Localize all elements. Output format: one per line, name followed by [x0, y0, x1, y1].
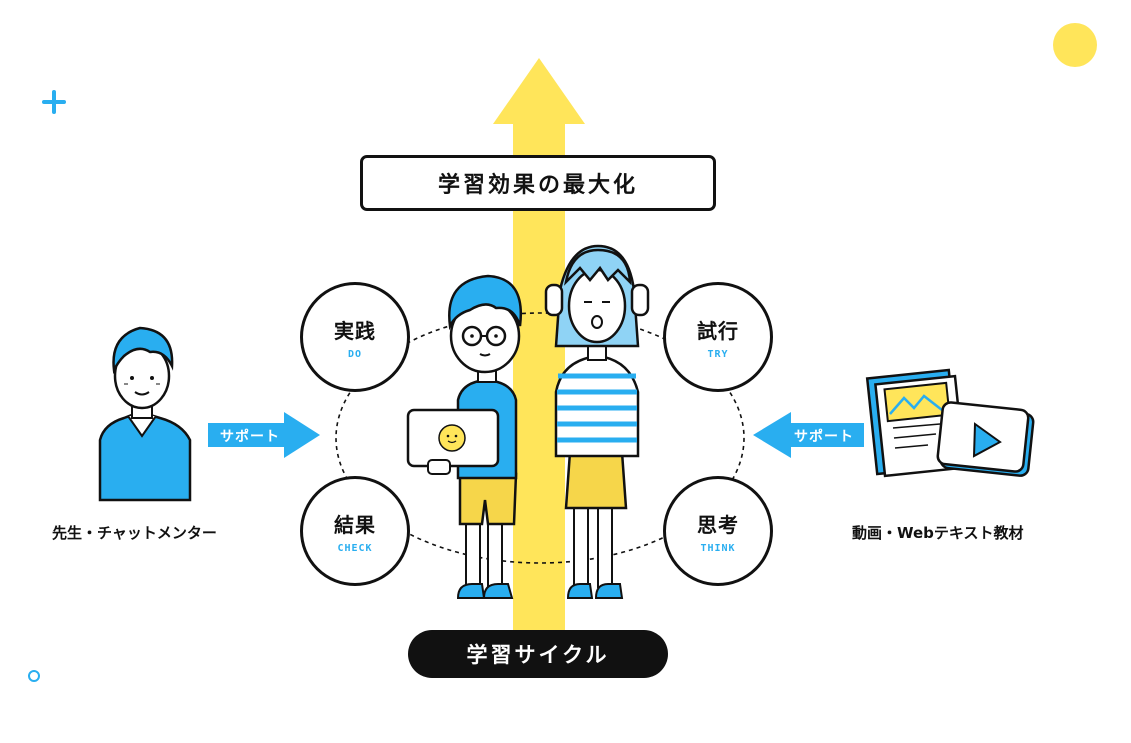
goal-box: 学習効果の最大化	[360, 155, 716, 211]
step-do-sublabel: DO	[347, 348, 363, 360]
step-do: 実践 DO	[300, 282, 410, 392]
step-think-sublabel: THINK	[700, 542, 736, 554]
left-support-label: サポート	[220, 429, 280, 445]
boy-figure	[406, 274, 523, 599]
step-check: 結果 CHECK	[300, 476, 410, 586]
step-think: 思考 THINK	[663, 476, 773, 586]
right-support-arrow	[753, 412, 864, 458]
learning-material-illustration	[865, 368, 1035, 478]
step-check-label: 結果	[334, 512, 376, 537]
girl-figure	[544, 244, 650, 599]
cycle-ring	[335, 312, 745, 564]
cycle-label: 学習サイクル	[408, 630, 668, 678]
step-try-label: 試行	[697, 318, 739, 343]
left-support-arrow	[208, 412, 320, 458]
step-try: 試行 TRY	[663, 282, 773, 392]
step-check-sublabel: CHECK	[337, 542, 373, 554]
right-support-label: サポート	[794, 429, 854, 445]
ring-icon	[28, 670, 40, 682]
teacher-figure	[98, 326, 192, 502]
yellow-dot-icon	[1053, 23, 1097, 67]
material-label: 動画・Webテキスト教材	[852, 524, 1024, 542]
step-do-label: 実践	[334, 318, 376, 343]
step-think-label: 思考	[697, 512, 739, 537]
play-icon	[936, 401, 1035, 477]
plus-icon	[42, 90, 66, 114]
step-try-sublabel: TRY	[707, 348, 729, 360]
teacher-label: 先生・チャットメンター	[52, 524, 217, 542]
